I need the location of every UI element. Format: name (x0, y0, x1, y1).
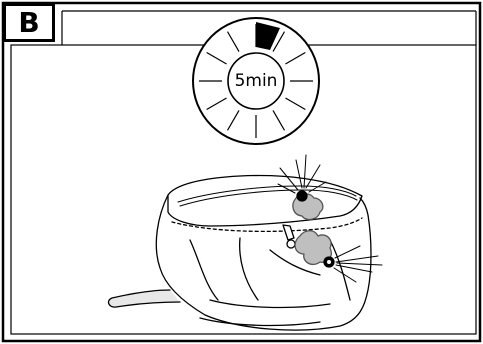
panel-label: B (3, 3, 55, 42)
bag-zipper-top-2 (180, 190, 357, 206)
bag-fold-3 (210, 300, 330, 307)
timer-label: 5min (219, 66, 293, 96)
bag-fold-5 (330, 240, 350, 300)
bag-fold-1 (190, 240, 218, 300)
handbag-icon (109, 155, 382, 330)
stud-top (297, 191, 307, 201)
bag-seam (172, 218, 362, 231)
sparkle-front (334, 246, 382, 282)
bag-fold-2 (240, 238, 258, 300)
stud-front-highlight (327, 260, 331, 264)
sparkle-top (278, 155, 326, 193)
bag-zipper-ring (287, 240, 295, 248)
bag-lid (168, 176, 362, 226)
bag-zipper-pull (283, 225, 294, 240)
bag-strap (109, 290, 180, 307)
